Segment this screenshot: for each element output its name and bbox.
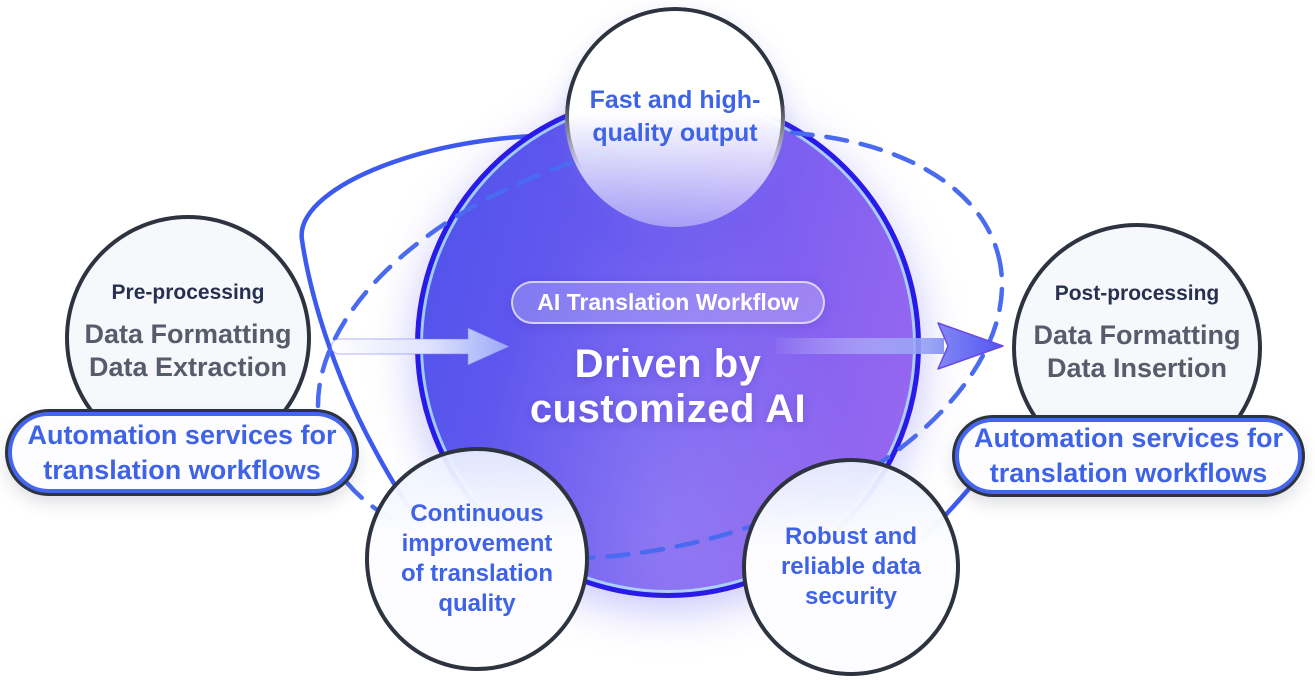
node-text-line: Data Insertion [1046, 353, 1228, 383]
node-text-line: Robust and [785, 523, 917, 550]
node-data-security: Robust and reliable data security [742, 458, 960, 676]
node-text-line: Data Formatting [1033, 320, 1241, 350]
pill-text-line: translation workflows [43, 454, 321, 485]
node-data-security-label: Robust and reliable data security [781, 522, 921, 612]
pill-text-line: Automation services for [27, 419, 337, 450]
node-text-line: quality output [592, 119, 758, 147]
node-continuous-improvement-label: Continuous improvement of translation qu… [401, 499, 553, 619]
center-title-line: Driven by [574, 341, 762, 386]
node-pre-processing-title: Pre-processing [111, 281, 265, 304]
node-text-line: of translation [400, 560, 553, 587]
node-text-line: Fast and high- [589, 86, 761, 114]
node-fast-output: Fast and high- quality output [565, 7, 785, 227]
node-pre-processing-body: Data Formatting Data Extraction [84, 318, 291, 384]
node-text-line: quality [438, 590, 516, 617]
pill-automation-services-right: Automation services for translation work… [955, 418, 1302, 494]
node-text-line: reliable data [780, 553, 922, 580]
node-post-processing-body: Data Formatting Data Insertion [1033, 319, 1240, 385]
workflow-badge: AI Translation Workflow [511, 281, 825, 324]
node-fast-output-label: Fast and high- quality output [590, 84, 761, 150]
center-title: Driven by customized AI [530, 342, 806, 432]
node-post-processing-title: Post-processing [1054, 282, 1220, 305]
pill-automation-services-left: Automation services for translation work… [8, 412, 356, 493]
node-text-line: Continuous [410, 500, 544, 527]
pill-text-line: translation workflows [989, 458, 1268, 488]
node-text-line: Data Extraction [88, 352, 288, 382]
node-text-line: improvement [401, 530, 553, 557]
node-text-line: security [804, 583, 898, 610]
node-text-line: Data Formatting [84, 319, 292, 349]
pill-text-line: Automation services for [973, 423, 1284, 453]
node-continuous-improvement: Continuous improvement of translation qu… [365, 447, 589, 671]
center-title-line: customized AI [529, 386, 807, 431]
